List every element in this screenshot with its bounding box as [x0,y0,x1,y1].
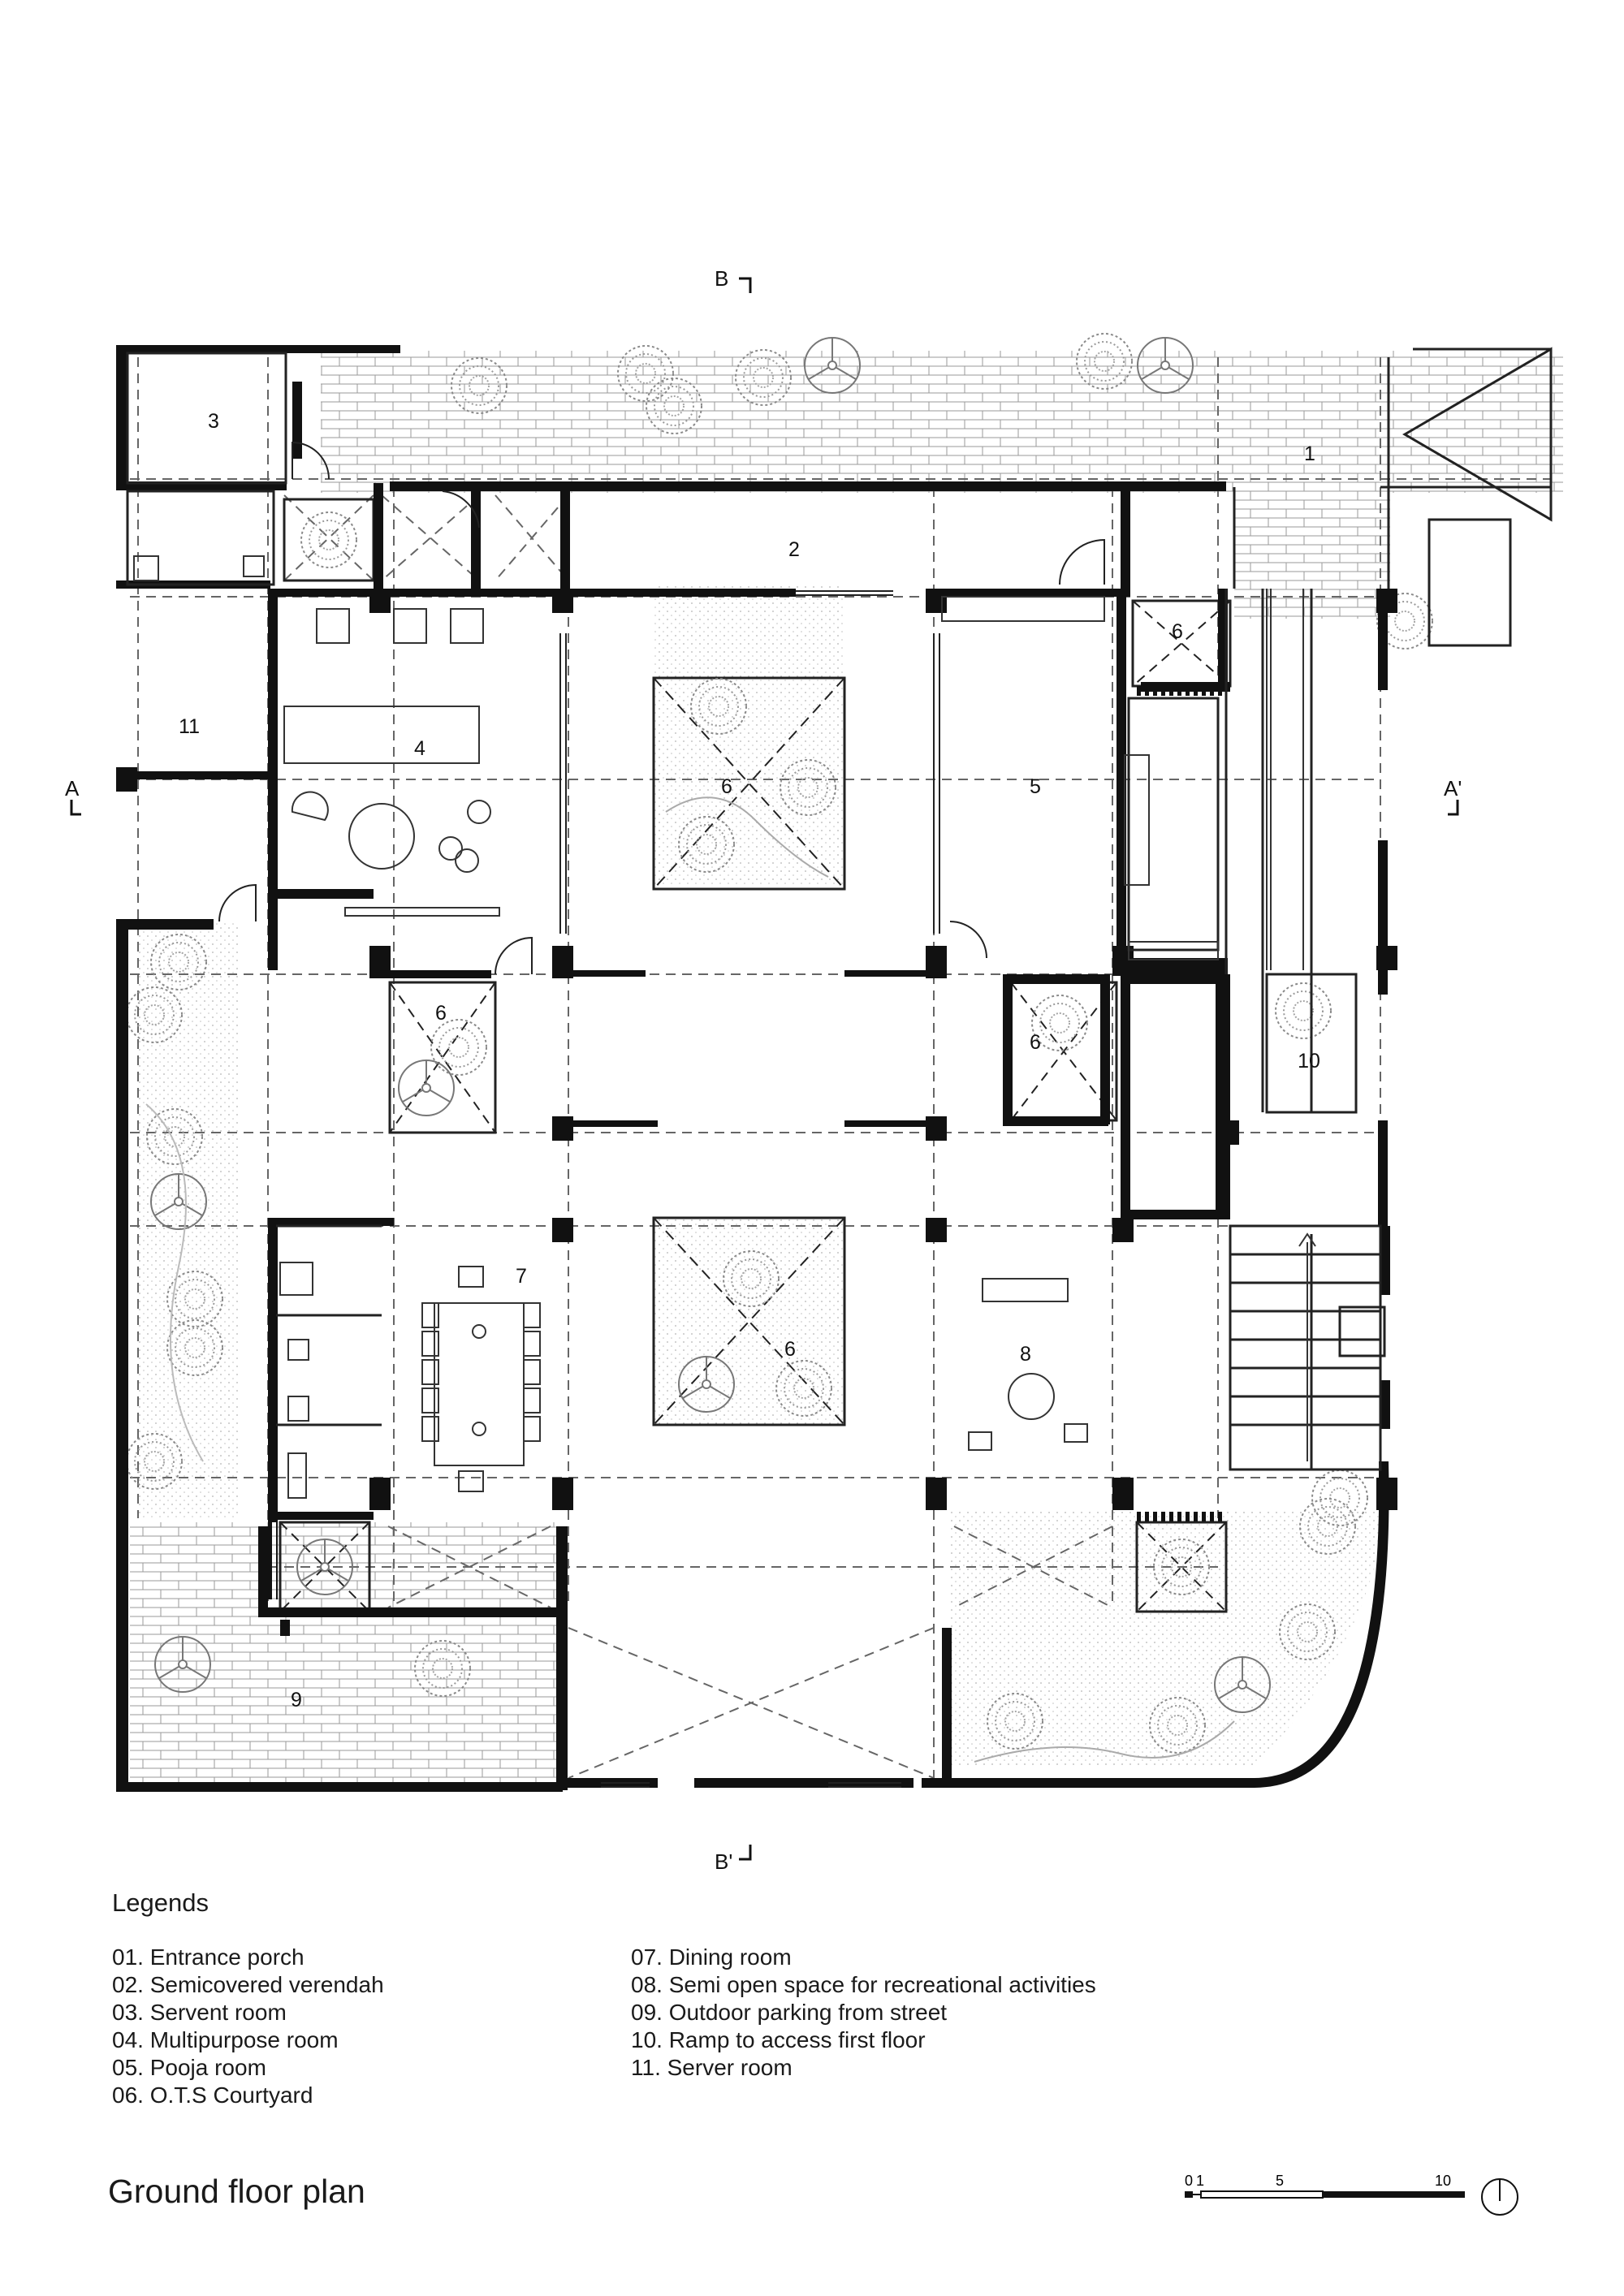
legend-item: 05. Pooja room [112,2055,266,2080]
room-5-label: 5 [1030,775,1041,798]
room-9-label: 9 [291,1689,302,1711]
section-arrows [70,277,1459,1861]
room-numbers: 1 2 3 4 5 6 6 6 6 6 7 8 9 10 11 [179,410,1320,1711]
columns [116,382,1397,1636]
room-6-label: 6 [435,1002,447,1025]
room-1-label: 1 [1304,442,1315,465]
section-a-label: A [65,776,80,801]
room-11-label: 11 [179,715,200,738]
legend-item: 08. Semi open space for recreational act… [631,1972,1096,1997]
legend-item: 10. Ramp to access first floor [631,2027,926,2052]
room-6-label: 6 [1172,620,1183,643]
legend-item: 11. Server room [631,2055,793,2080]
room-2-label: 2 [788,538,800,561]
courtyard-top [652,676,846,891]
legend-item: 02. Semicovered verendah [112,1972,384,1997]
plan-title: Ground floor plan [108,2173,365,2210]
section-b-label: B [715,266,728,291]
room-10-label: 10 [1298,1050,1320,1072]
doors [218,441,1105,975]
room-8-label: 8 [1020,1343,1031,1366]
scale-bar: 0 1 5 10 [1185,2174,1465,2199]
legend-item: 04. Multipurpose room [112,2027,339,2052]
section-a-prime-label: A' [1444,776,1462,801]
scale-tick-5: 5 [1276,2174,1284,2189]
section-markers: A A' B B' [65,266,1462,1874]
legend-item: 01. Entrance porch [112,1944,304,1970]
room-6-label: 6 [721,775,732,798]
legend-item: 03. Servent room [112,2000,287,2025]
furniture [133,555,1316,1499]
paving [130,351,1563,1786]
scale-tick-10: 10 [1435,2174,1451,2189]
courtyard-bottom [652,1216,846,1426]
room-6-label: 6 [784,1338,796,1361]
legend-item: 06. O.T.S Courtyard [112,2082,313,2108]
windows [559,590,940,1788]
room-3-label: 3 [208,410,219,433]
section-b-prime-label: B' [715,1849,732,1874]
legend-title: Legends [112,1888,209,1917]
scale-tick-0: 0 [1185,2174,1193,2189]
room-6-label: 6 [1030,1031,1041,1054]
scale-tick-1: 1 [1196,2174,1204,2189]
north-arrow-icon [1481,2178,1518,2216]
room-4-label: 4 [414,737,425,760]
thin-walls [126,347,1553,1471]
legend-item: 07. Dining room [631,1944,792,1970]
legend-item: 09. Outdoor parking from street [631,2000,948,2025]
landscape [126,333,1433,1763]
room-7-label: 7 [516,1265,527,1288]
